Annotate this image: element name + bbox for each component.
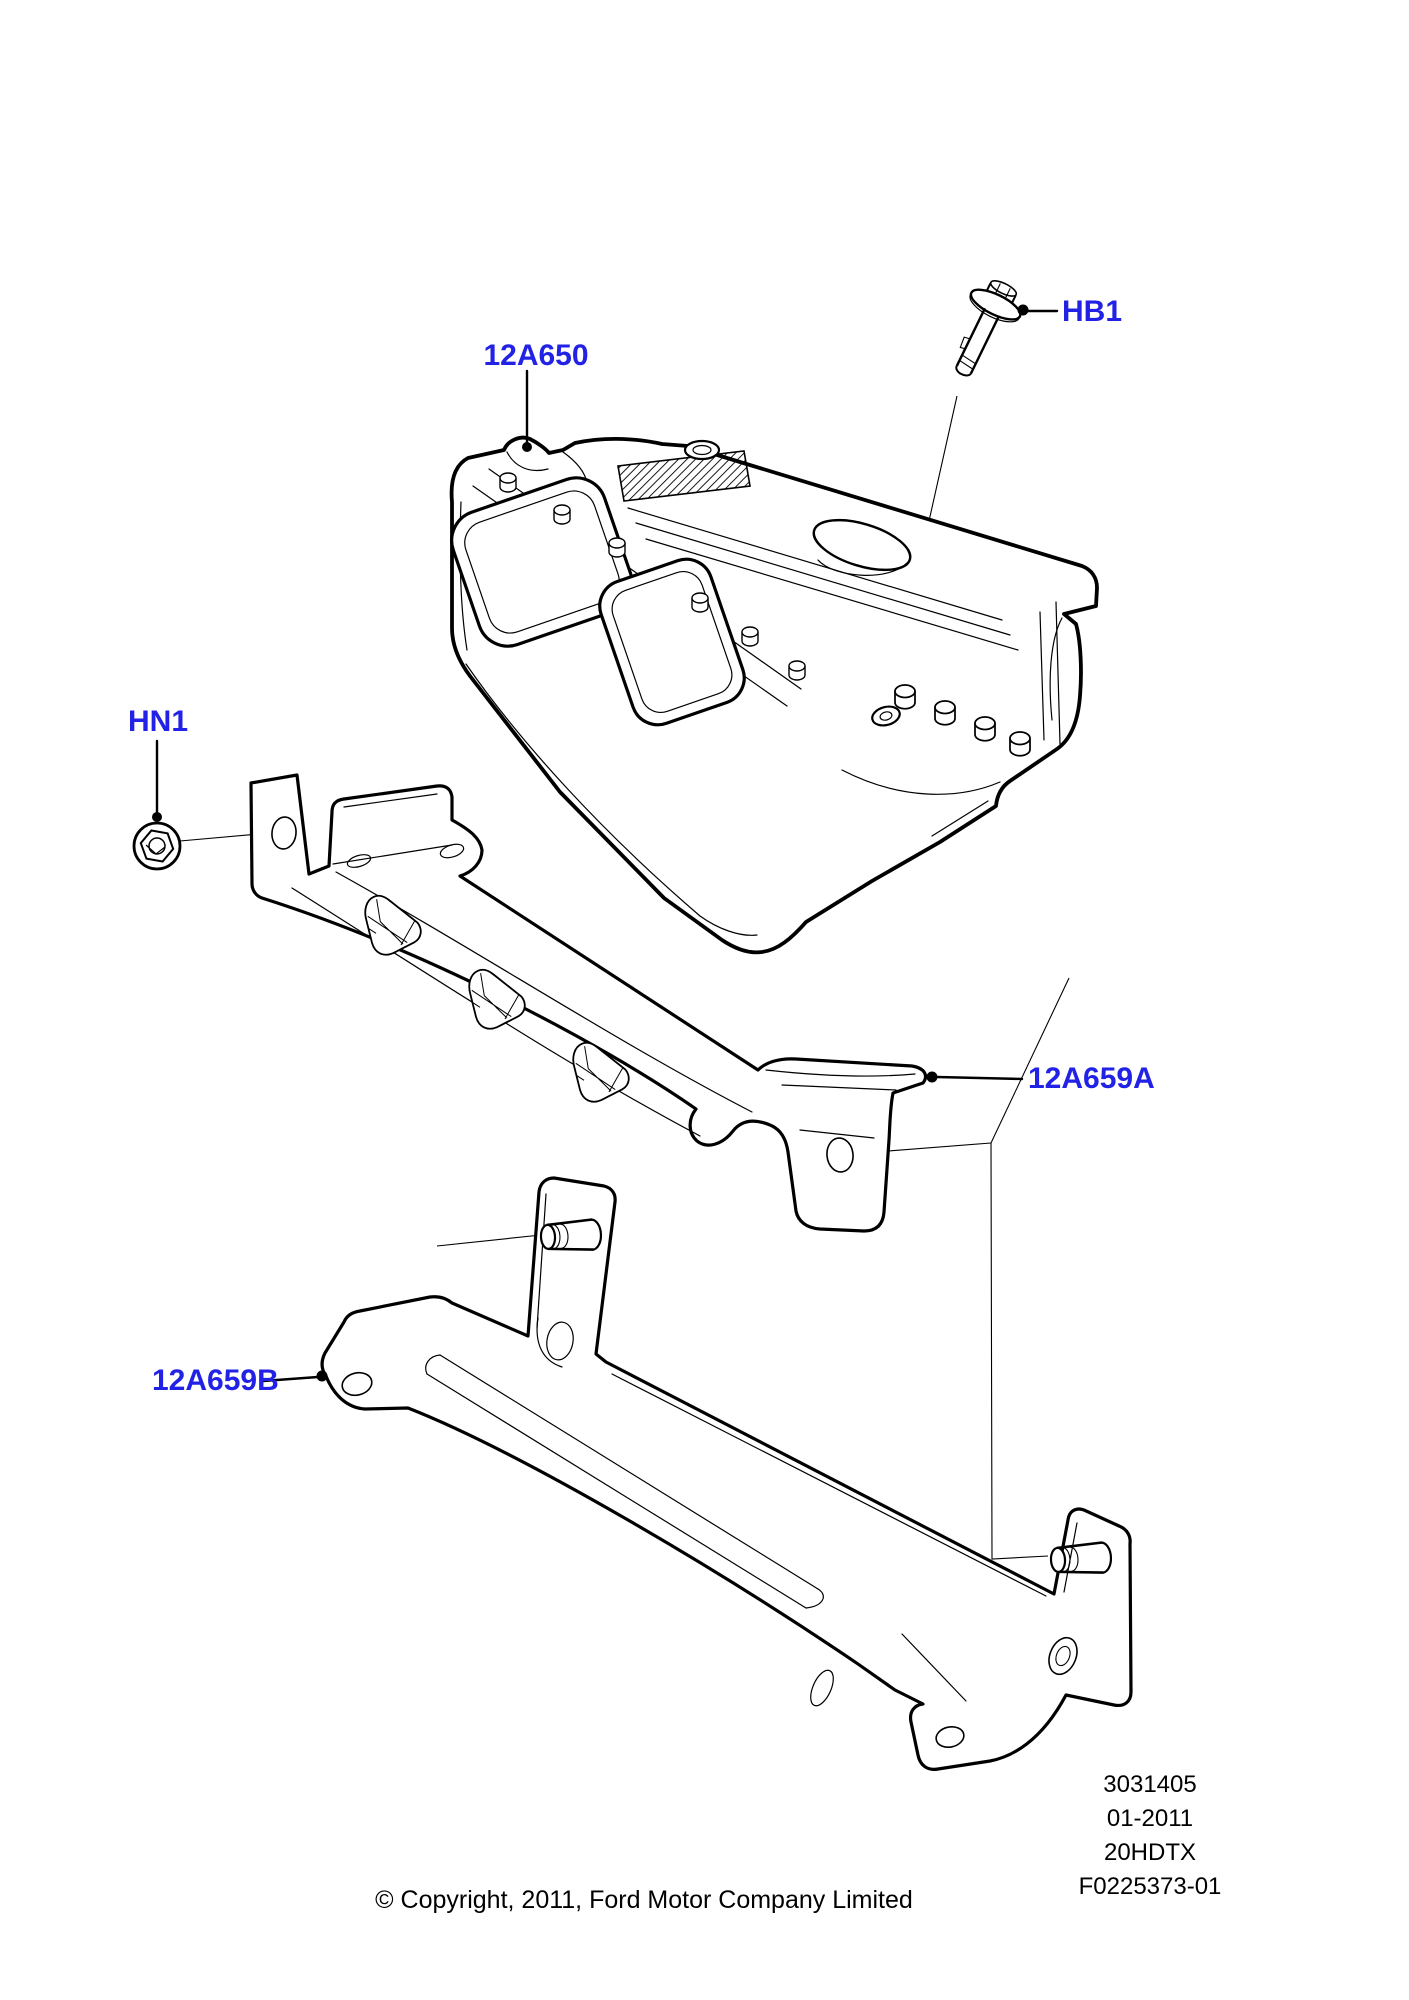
doc-vehicle-code: 20HDTX — [1103, 1839, 1197, 1866]
hn1-nut-drawing — [132, 821, 182, 871]
copyright-notice: © Copyright, 2011, Ford Motor Company Li… — [375, 1886, 913, 1914]
callout-12a659b[interactable]: 12A659B — [152, 1364, 279, 1397]
doc-figure-number: F0225373-01 — [1078, 1873, 1222, 1900]
callout-12a650[interactable]: 12A650 — [483, 339, 589, 372]
callout-hb1[interactable]: HB1 — [1062, 295, 1123, 328]
callout-hn1[interactable]: HN1 — [127, 705, 188, 738]
doc-info-block: 3031405 01-2011 20HDTX F0225373-01 — [1040, 1768, 1260, 1904]
callout-leaders — [152, 304, 1059, 1383]
bracket-12a659b-drawing — [320, 1176, 1133, 1771]
bracket-12a659a-drawing — [249, 773, 928, 1233]
doc-date: 01-2011 — [1106, 1805, 1194, 1832]
callout-12a659a[interactable]: 12A659A — [1028, 1062, 1155, 1095]
hb1-bolt-drawing — [955, 280, 1022, 377]
ecm-module-drawing — [449, 435, 1099, 955]
doc-catalog-number: 3031405 — [1103, 1771, 1197, 1798]
